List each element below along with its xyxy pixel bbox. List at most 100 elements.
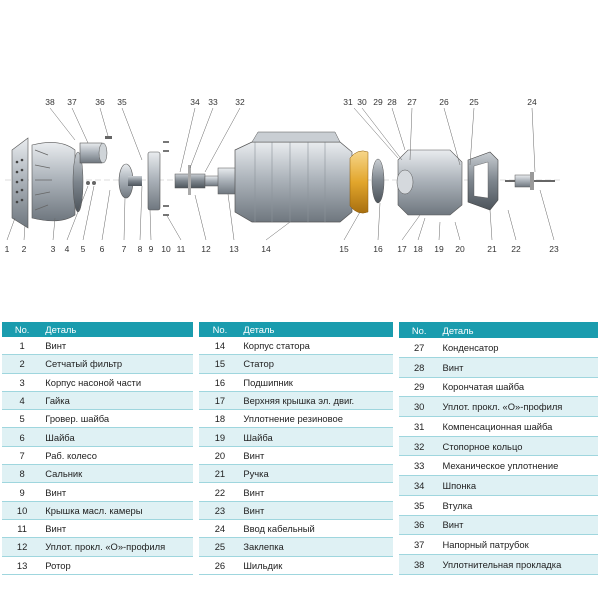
part-name: Винт xyxy=(240,482,393,502)
part-number: 21 xyxy=(199,464,241,484)
callout-27: 27 xyxy=(407,97,417,107)
part-name: Винт xyxy=(439,357,598,378)
part-number: 4 xyxy=(2,391,43,411)
part-number: 19 xyxy=(199,427,241,447)
discharge-pipe-part xyxy=(79,142,108,164)
part-name: Верхняя крышка эл. двиг. xyxy=(240,391,393,411)
part-name: Винт xyxy=(439,515,598,536)
stator-housing-part xyxy=(234,131,353,223)
part-number: 37 xyxy=(398,534,440,556)
part-name: Шильдик xyxy=(240,556,393,575)
callout-38: 38 xyxy=(45,97,55,107)
part-number: 24 xyxy=(199,519,241,539)
part-number: 12 xyxy=(2,537,43,557)
callout-36: 36 xyxy=(95,97,105,107)
mechanical-seal-part xyxy=(174,165,206,195)
header-no: No. xyxy=(199,322,241,337)
strainer-part xyxy=(11,137,29,229)
part-name: Раб. колесо xyxy=(42,446,194,466)
part-number: 17 xyxy=(199,391,241,411)
callout-23: 23 xyxy=(549,244,559,254)
part-number: 5 xyxy=(2,409,43,429)
part-number: 34 xyxy=(398,475,440,496)
nuts-washers xyxy=(86,136,112,185)
part-name: Конденсатор xyxy=(439,338,598,358)
header-part: Деталь xyxy=(439,322,598,339)
part-number: 22 xyxy=(199,482,241,502)
part-number: 25 xyxy=(199,537,241,557)
part-name: Шайба xyxy=(240,427,393,447)
header-part: Деталь xyxy=(42,322,194,337)
part-number: 26 xyxy=(199,556,241,575)
callout-32: 32 xyxy=(235,97,245,107)
callout-30: 30 xyxy=(357,97,367,107)
callout-12: 12 xyxy=(201,244,211,254)
part-number: 16 xyxy=(199,373,241,392)
callout-2: 2 xyxy=(22,244,27,254)
part-number: 31 xyxy=(398,416,440,437)
callout-3: 3 xyxy=(51,244,56,254)
callout-10: 10 xyxy=(161,244,171,254)
part-name: Винт xyxy=(42,337,194,356)
oil-chamber-cover-part xyxy=(147,141,169,216)
part-name: Гайка xyxy=(42,391,194,411)
part-number: 32 xyxy=(398,436,440,457)
part-name: Стопорное кольцо xyxy=(439,436,598,457)
cable-gland-part xyxy=(505,172,555,190)
part-number: 1 xyxy=(2,337,43,356)
part-name: Ротор xyxy=(42,556,194,575)
part-name: Сетчатый фильтр xyxy=(42,354,194,374)
part-number: 2 xyxy=(2,354,43,374)
callout-31: 31 xyxy=(343,97,353,107)
part-name: Уплотнительная прокладка xyxy=(439,554,598,575)
part-name: Уплот. прокл. «О»-профиля xyxy=(42,537,194,557)
callout-37: 37 xyxy=(67,97,77,107)
part-number: 35 xyxy=(398,495,440,516)
part-name: Винт xyxy=(240,446,393,466)
callout-26: 26 xyxy=(439,97,449,107)
part-name: Ручка xyxy=(240,464,393,484)
part-name: Механическое уплотнение xyxy=(439,455,598,477)
leader-lines xyxy=(6,107,555,241)
part-number: 36 xyxy=(398,515,440,536)
part-number: 33 xyxy=(398,455,440,477)
stator-part xyxy=(349,150,369,214)
part-number: 6 xyxy=(2,427,43,447)
callout-4: 4 xyxy=(65,244,70,254)
part-name: Сальник xyxy=(42,464,194,484)
callout-11: 11 xyxy=(177,244,186,254)
part-number: 10 xyxy=(2,501,43,520)
callout-25: 25 xyxy=(469,97,479,107)
callout-6: 6 xyxy=(100,244,105,254)
part-number: 23 xyxy=(199,501,241,520)
part-name: Корончатая шайба xyxy=(439,377,598,398)
pump-housing-part xyxy=(31,142,84,222)
part-number: 20 xyxy=(199,446,241,466)
